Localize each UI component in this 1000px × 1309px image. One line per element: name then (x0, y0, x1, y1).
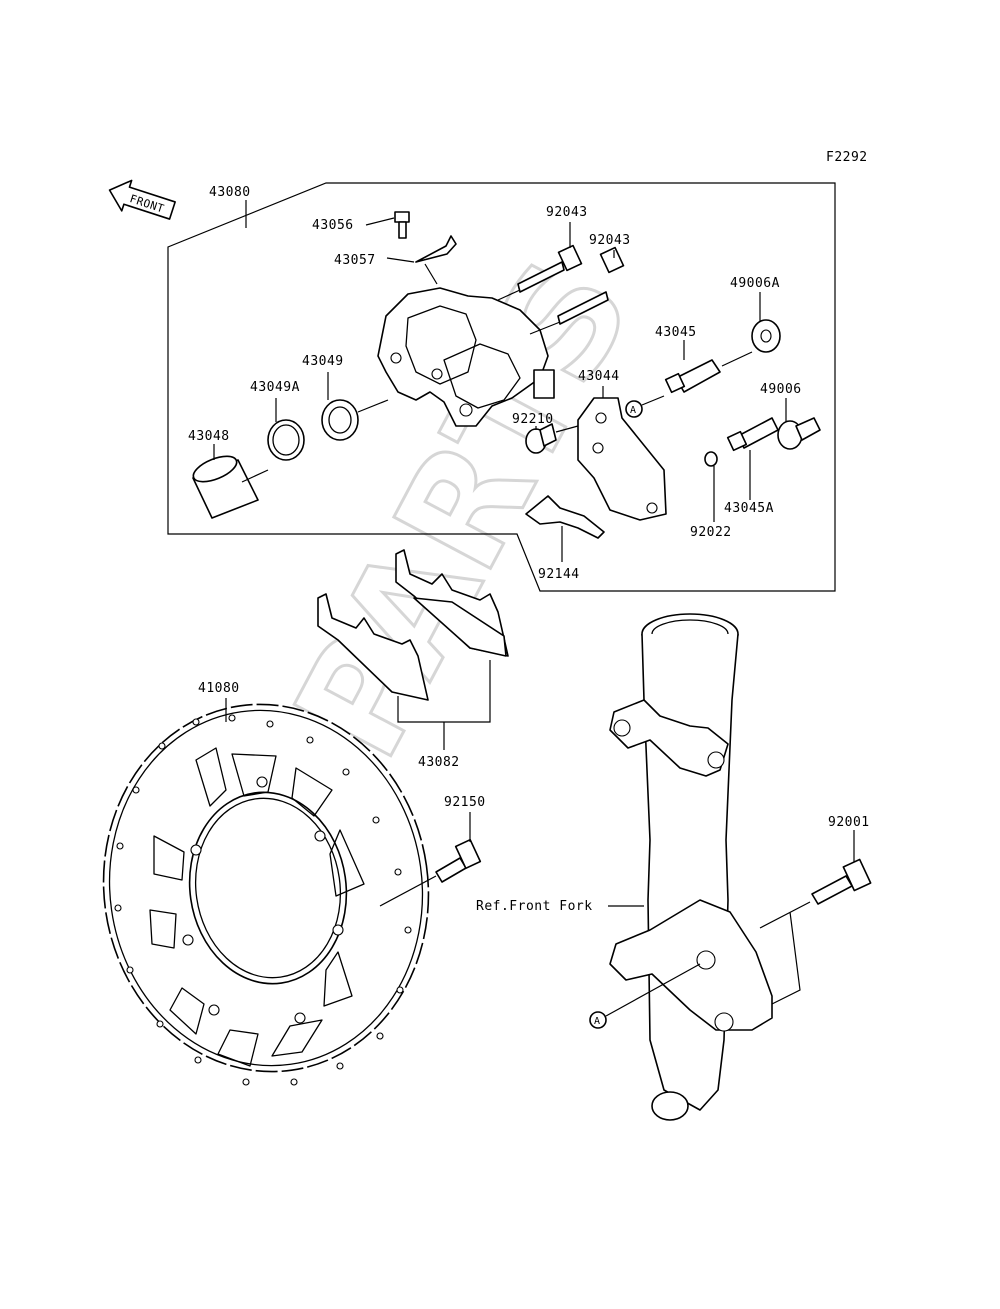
slide-pin-43045 (664, 359, 721, 394)
piston-43048 (192, 455, 259, 519)
label-43045A: 43045A (724, 501, 774, 516)
boot-49006 (777, 417, 821, 450)
holder-bolt (811, 858, 872, 905)
caliper-pin-lower (529, 246, 625, 335)
caliper-holder (577, 397, 667, 521)
ref-marker-upper (625, 400, 643, 418)
label-43082: 43082 (418, 755, 460, 770)
caliper-group-box (167, 182, 836, 592)
label-43049A: 43049A (250, 380, 300, 395)
label-43056: 43056 (312, 218, 354, 233)
piston-seal-43049 (321, 399, 359, 441)
bleeder-valve (394, 211, 410, 239)
boot-49006A (751, 319, 781, 353)
brake-disc (102, 703, 430, 1086)
label-49006: 49006 (760, 382, 802, 397)
label-43080: 43080 (209, 185, 251, 200)
label-92043-a: 92043 (546, 205, 588, 220)
washer-92022 (704, 451, 718, 467)
label-49006A: 49006A (730, 276, 780, 291)
ref-marker-lower-label: A (594, 1016, 601, 1027)
caliper-body (377, 287, 555, 427)
label-92043-b: 92043 (589, 233, 631, 248)
ref-marker-upper-label: A (630, 405, 637, 416)
label-43045: 43045 (655, 325, 697, 340)
figure-code: F2292 (826, 150, 868, 165)
label-92001: 92001 (828, 815, 870, 830)
pad-spring (525, 495, 605, 539)
ref-front-fork: Ref.Front Fork (476, 899, 593, 914)
brake-pad-front (317, 593, 429, 701)
slide-pin-43045A (726, 417, 779, 452)
disc-bolt (435, 838, 482, 883)
front-arrow-icon: FRONT (108, 179, 176, 220)
label-43048: 43048 (188, 429, 230, 444)
front-fork-tube (609, 613, 773, 1121)
label-92144: 92144 (538, 567, 580, 582)
holder-bushing (525, 423, 557, 454)
brake-pad-rear (395, 549, 509, 657)
dust-seal-43049A (267, 419, 305, 461)
label-43057: 43057 (334, 253, 376, 268)
label-92150: 92150 (444, 795, 486, 810)
label-92022: 92022 (690, 525, 732, 540)
label-43049: 43049 (302, 354, 344, 369)
caliper-pin-upper (497, 244, 583, 301)
label-92210: 92210 (512, 412, 554, 427)
label-43044: 43044 (578, 369, 620, 384)
label-41080: 41080 (198, 681, 240, 696)
ref-marker-lower (589, 1011, 607, 1029)
bleeder-cap (415, 235, 457, 263)
